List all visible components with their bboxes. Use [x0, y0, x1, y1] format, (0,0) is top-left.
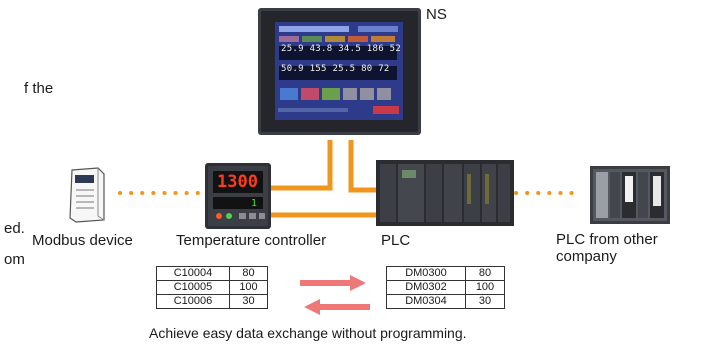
- cut-text-line-1: f the: [24, 80, 54, 97]
- ns-label: NS: [426, 6, 447, 23]
- temperature-controller-icon: [205, 163, 271, 229]
- table-cell-value: 80: [465, 266, 505, 281]
- plc-device: [376, 160, 514, 226]
- other-company-plc: [590, 166, 670, 224]
- table-cell-value: 30: [465, 294, 505, 309]
- table-cell-value: 80: [229, 266, 268, 281]
- arrow-left-icon: [304, 299, 370, 315]
- ns-hmi-device: 25.9 43.8 34.5 186 52 50.9 155 25.5 80 7…: [258, 8, 421, 135]
- plc-label: PLC: [381, 232, 411, 249]
- table-cell-address: C10006: [156, 294, 230, 309]
- plc-device-icon: [376, 160, 514, 226]
- controller-pv-readout: 1300: [217, 172, 258, 192]
- table-row: C10006 30: [156, 294, 268, 309]
- table-cell-value: 100: [229, 280, 268, 295]
- arrow-right-icon: [300, 275, 366, 291]
- exchange-arrows: [300, 275, 370, 315]
- destination-data-table: DM0300 80 DM0302 100 DM0304 30: [386, 266, 505, 309]
- table-cell-address: DM0304: [386, 294, 466, 309]
- controller-sv-readout: 1: [251, 198, 258, 209]
- table-row: C10004 80: [156, 266, 268, 281]
- temperature-controller-label: Temperature controller: [176, 232, 327, 249]
- hmi-to-plc-line: [348, 140, 378, 193]
- hmi-to-controller-line: [268, 140, 333, 191]
- table-cell-value: 30: [229, 294, 268, 309]
- table-row: DM0302 100: [386, 280, 505, 295]
- cut-text-line-3: om: [4, 251, 25, 268]
- ns-hmi-illustration: [258, 8, 421, 135]
- table-row: DM0304 30: [386, 294, 505, 309]
- table-row: DM0300 80: [386, 266, 505, 281]
- diagram-caption: Achieve easy data exchange without progr…: [149, 325, 467, 341]
- cut-text-line-2: ed.: [4, 220, 25, 237]
- other-plc-label-line-2: company: [556, 248, 617, 265]
- temperature-controller: 1300 1: [205, 163, 271, 229]
- hmi-readout-row-1: 25.9 43.8 34.5 186 52: [281, 44, 402, 54]
- table-row: C10005 100: [156, 280, 268, 295]
- hmi-readout-row-2: 50.9 155 25.5 80 72: [281, 64, 390, 74]
- source-data-table: C10004 80 C10005 100 C10006 30: [156, 266, 268, 309]
- table-cell-address: DM0300: [386, 266, 466, 281]
- modbus-device: [66, 166, 108, 224]
- other-company-plc-icon: [590, 166, 670, 224]
- modbus-device-label: Modbus device: [32, 232, 133, 249]
- other-plc-label-line-1: PLC from other: [556, 231, 658, 248]
- modbus-device-icon: [69, 167, 105, 223]
- table-cell-address: C10005: [156, 280, 230, 295]
- table-cell-value: 100: [465, 280, 505, 295]
- table-cell-address: DM0302: [386, 280, 466, 295]
- table-cell-address: C10004: [156, 266, 230, 281]
